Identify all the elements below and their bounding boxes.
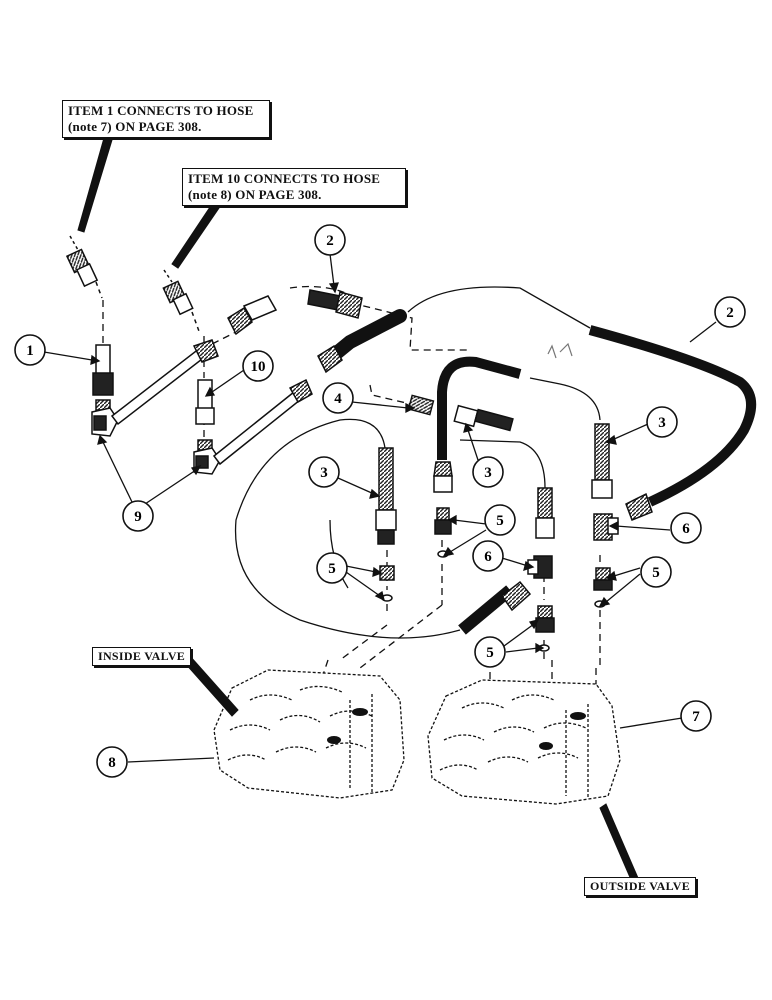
hose-2-short — [227, 289, 363, 336]
note-item1-line1: ITEM 1 CONNECTS TO HOSE — [68, 103, 254, 118]
callout-10-number: 10 — [251, 359, 266, 375]
callout-5-center: 5 — [484, 504, 516, 536]
item1-upper-fitting — [65, 235, 103, 299]
callout-5-left: 5 — [316, 552, 348, 584]
hose-3-left — [375, 447, 397, 545]
callout-7-number: 7 — [692, 709, 700, 725]
note-item10-line2: (note 8) ON PAGE 308. — [188, 187, 322, 202]
handwritten-mark — [547, 342, 573, 359]
callout-7: 7 — [680, 700, 712, 732]
callout-4-number: 4 — [334, 391, 342, 407]
item10-upper-fitting — [162, 269, 201, 335]
callout-5-lower: 5 — [474, 636, 506, 668]
note-item1: ITEM 1 CONNECTS TO HOSE (note 7) ON PAGE… — [62, 100, 270, 138]
callout-circles: 1 2 2 3 3 3 4 5 5 5 5 6 6 7 8 9 10 — [14, 224, 746, 778]
note-item10: ITEM 10 CONNECTS TO HOSE (note 8) ON PAG… — [182, 168, 406, 206]
callout-1-number: 1 — [26, 343, 34, 359]
outside-valve-ports — [539, 712, 586, 750]
callout-2-right: 2 — [714, 296, 746, 328]
outside-valve-body — [427, 679, 621, 805]
callout-5-center-number: 5 — [496, 513, 504, 529]
callout-1: 1 — [14, 334, 46, 366]
callout-2-top: 2 — [314, 224, 346, 256]
callout-5-right-number: 5 — [652, 565, 660, 581]
callout-3-right: 3 — [646, 406, 678, 438]
hose-3-center — [458, 487, 555, 635]
callout-3-left-number: 3 — [320, 465, 328, 481]
item9-tube-lower — [212, 378, 313, 466]
callout-3-right-number: 3 — [658, 415, 666, 431]
callout-3-center-number: 3 — [484, 465, 492, 481]
hose-3-middle — [433, 356, 522, 493]
callout-2-top-number: 2 — [326, 233, 334, 249]
callout-6-right: 6 — [670, 512, 702, 544]
hose-2-long — [317, 309, 756, 521]
item9-tube-upper — [110, 339, 219, 426]
callout-3-center: 3 — [472, 456, 504, 488]
callout-4: 4 — [322, 382, 354, 414]
callout-6-right-number: 6 — [682, 521, 690, 537]
callout-8-number: 8 — [108, 755, 116, 771]
callout-9-number: 9 — [134, 509, 142, 525]
callout-6-center: 6 — [472, 540, 504, 572]
callout-3-left: 3 — [308, 456, 340, 488]
item1-fitting — [91, 344, 119, 437]
callout-5-right: 5 — [640, 556, 672, 588]
note-item10-line1: ITEM 10 CONNECTS TO HOSE — [188, 171, 381, 186]
item4-fitting — [407, 394, 514, 432]
callout-5-lower-number: 5 — [486, 645, 494, 661]
inside-valve-ports — [327, 708, 368, 744]
callout-6-center-number: 6 — [484, 549, 492, 565]
outside-valve-label: OUTSIDE VALVE — [584, 877, 697, 896]
hose-3-right — [591, 423, 613, 499]
callout-8: 8 — [96, 746, 128, 778]
inside-valve-label: INSIDE VALVE — [92, 647, 192, 666]
note-leaders — [77, 137, 220, 269]
hose-outline-paths — [234, 286, 601, 639]
callout-10: 10 — [242, 350, 274, 382]
callout-9: 9 — [122, 500, 154, 532]
inside-valve-body — [213, 669, 405, 799]
callout-5-left-number: 5 — [328, 561, 336, 577]
callout-leaders — [43, 253, 717, 763]
callout-2-right-number: 2 — [726, 305, 734, 321]
note-item1-line2: (note 7) ON PAGE 308. — [68, 119, 202, 134]
